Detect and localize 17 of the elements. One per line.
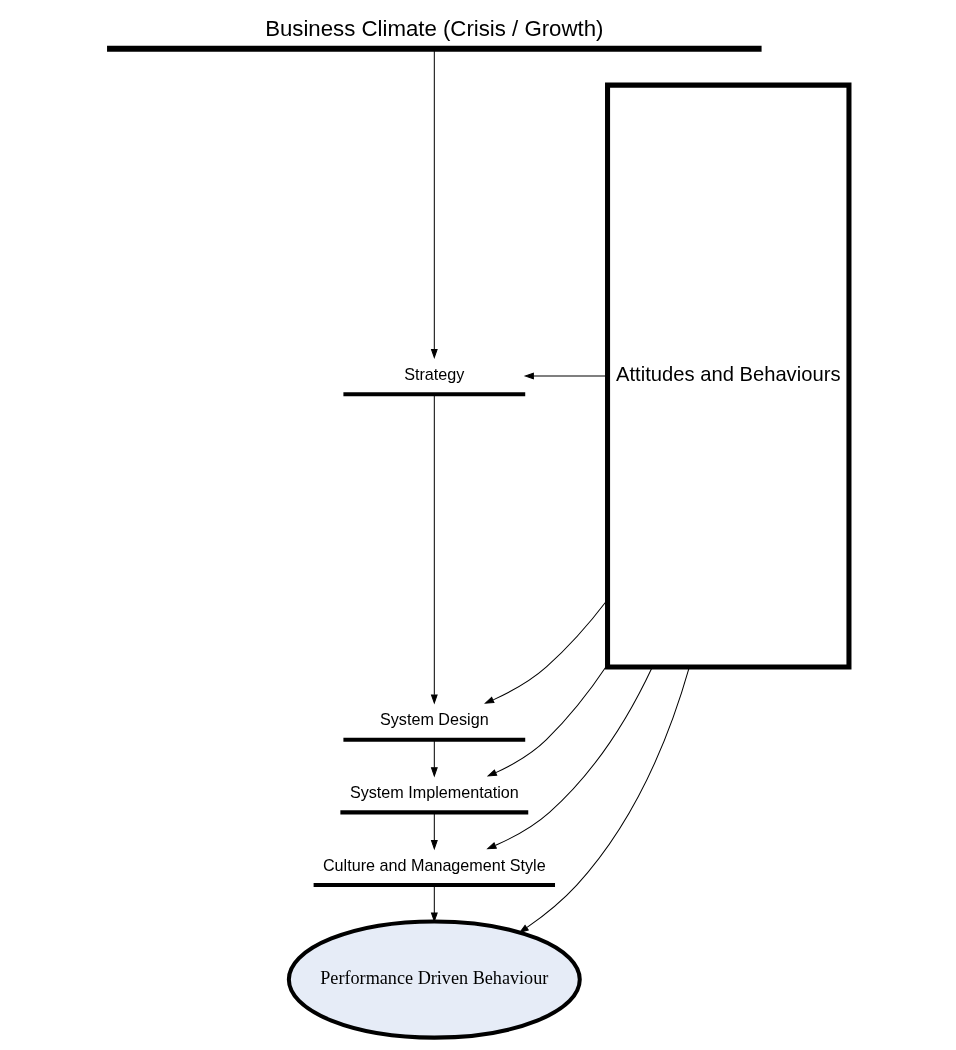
arrow (430, 394, 438, 705)
arrow (430, 812, 438, 851)
arrow (484, 599, 608, 704)
arrow (518, 666, 690, 934)
arrow (430, 884, 438, 923)
node-ellipse: Performance Driven Behaviour (286, 919, 582, 1040)
node-text: Business Climate (Crisis / Growth) (265, 16, 604, 42)
arrow (523, 372, 608, 380)
arrow (430, 739, 438, 778)
arrow (430, 48, 438, 360)
node-text: System Design (379, 710, 489, 729)
node-box: Attitudes and Behaviours (605, 82, 852, 670)
node-text: System Implementation (349, 783, 519, 802)
node-text: Culture and Management Style (322, 855, 546, 874)
arrow (486, 666, 653, 850)
arrow (486, 664, 608, 777)
node-text: Strategy (404, 364, 465, 383)
